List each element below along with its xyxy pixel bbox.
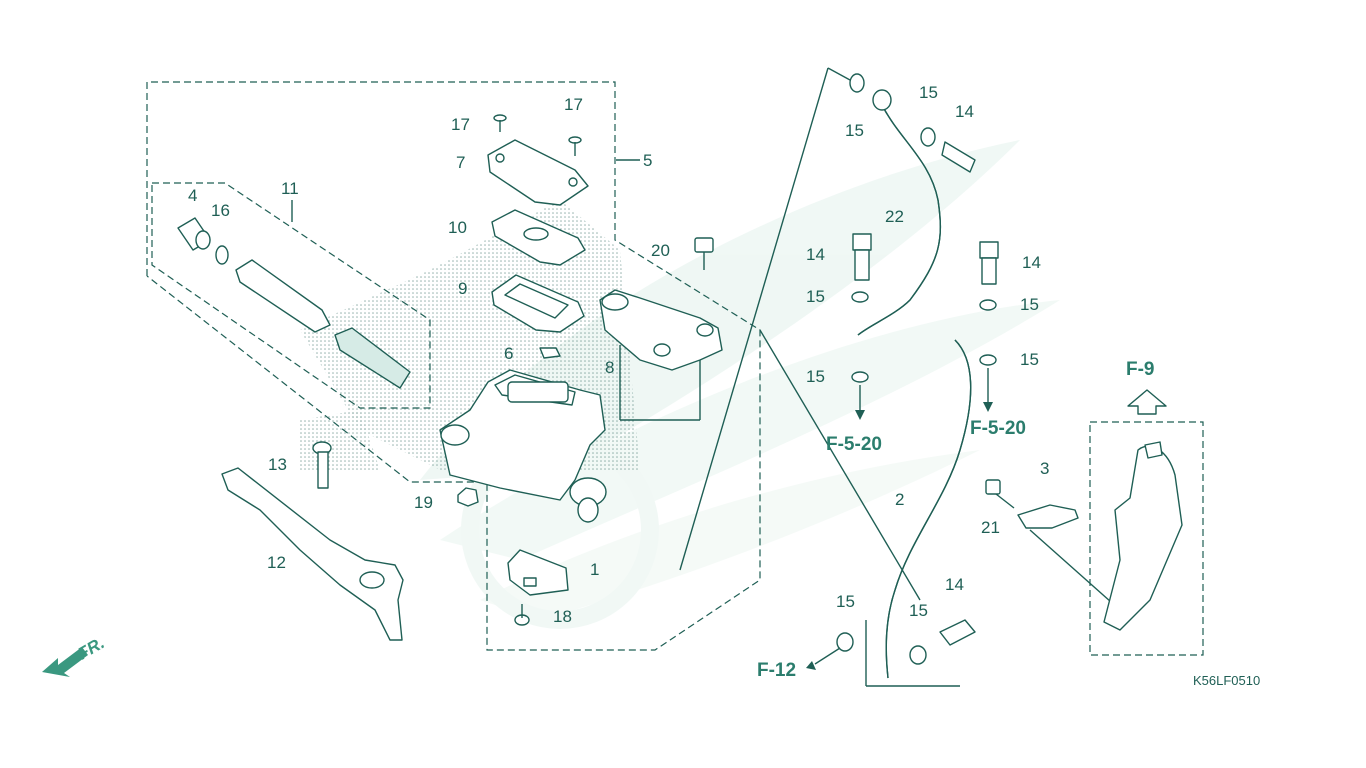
callout-15e: 15 xyxy=(1020,295,1039,314)
callout-19: 19 xyxy=(414,493,433,512)
callout-7: 7 xyxy=(456,153,465,172)
hose-clamp-3[interactable] xyxy=(1017,504,1079,529)
nut-19[interactable] xyxy=(457,487,479,507)
pivot-bolt-13[interactable] xyxy=(312,441,332,489)
callout-15c: 15 xyxy=(806,287,825,306)
callout-18: 18 xyxy=(553,607,572,626)
drawing-code: K56LF0510 xyxy=(1193,673,1260,688)
diaphragm-plate[interactable] xyxy=(491,209,586,266)
stop-switch[interactable] xyxy=(507,549,569,596)
ref-f-5-20-left: F-5-20 xyxy=(826,434,882,455)
ref-f-12: F-12 xyxy=(757,660,796,681)
callout-17a: 17 xyxy=(451,115,470,134)
assembly-boundaries xyxy=(146,81,1204,656)
washer-15[interactable] xyxy=(836,73,997,665)
callout-15g: 15 xyxy=(836,592,855,611)
callout-2: 2 xyxy=(895,490,904,509)
callout-1: 1 xyxy=(590,560,599,579)
callout-14c: 14 xyxy=(1022,253,1041,272)
callout-14b: 14 xyxy=(806,245,825,264)
leader-lines xyxy=(291,67,1121,687)
callout-10: 10 xyxy=(448,218,467,237)
ref-f-9: F-9 xyxy=(1126,359,1155,380)
callout-14a: 14 xyxy=(955,102,974,121)
callout-21: 21 xyxy=(981,518,1000,537)
callout-15a: 15 xyxy=(845,121,864,140)
brake-hose-2[interactable] xyxy=(885,339,972,679)
callout-5: 5 xyxy=(643,151,652,170)
callout-12: 12 xyxy=(267,553,286,572)
bolt-21[interactable] xyxy=(985,479,1015,509)
callout-16: 16 xyxy=(211,201,230,220)
callout-15d: 15 xyxy=(806,367,825,386)
callout-15b: 15 xyxy=(919,83,938,102)
callout-9: 9 xyxy=(458,279,467,298)
callout-20: 20 xyxy=(651,241,670,260)
bracket-f9[interactable] xyxy=(1103,441,1183,631)
bolt-20[interactable] xyxy=(694,237,714,270)
reservoir-cap[interactable] xyxy=(487,139,589,206)
brake-lever[interactable] xyxy=(221,467,404,641)
screw-17b[interactable] xyxy=(568,136,582,156)
section-references: F-5-20 F-5-20 F-9 F-12 xyxy=(757,359,1155,681)
callout-6: 6 xyxy=(504,344,513,363)
callout-3: 3 xyxy=(1040,459,1049,478)
brake-hose-22[interactable] xyxy=(857,104,942,336)
master-cylinder-holder[interactable] xyxy=(599,289,723,371)
master-cylinder[interactable] xyxy=(439,369,607,523)
callout-15f: 15 xyxy=(1020,350,1039,369)
ref-arrows xyxy=(806,368,1167,670)
piston-set[interactable] xyxy=(177,217,411,389)
callout-11: 11 xyxy=(281,179,299,198)
callout-17b: 17 xyxy=(564,95,583,114)
callout-15h: 15 xyxy=(909,601,928,620)
callout-4: 4 xyxy=(188,186,197,205)
callouts: 1 2 3 4 5 6 7 8 9 10 11 12 13 14 14 14 1… xyxy=(188,83,1049,626)
screw-17a[interactable] xyxy=(493,114,507,132)
callout-8: 8 xyxy=(605,358,614,377)
screw-18[interactable] xyxy=(514,604,530,626)
diaphragm[interactable] xyxy=(491,274,585,333)
clip-6[interactable] xyxy=(539,347,561,359)
ref-f-5-20-right: F-5-20 xyxy=(970,418,1026,439)
banjo-bolt-14[interactable] xyxy=(852,141,999,646)
callout-13: 13 xyxy=(268,455,287,474)
callout-14d: 14 xyxy=(945,575,964,594)
front-arrow-icon xyxy=(42,647,88,677)
callout-22: 22 xyxy=(885,207,904,226)
